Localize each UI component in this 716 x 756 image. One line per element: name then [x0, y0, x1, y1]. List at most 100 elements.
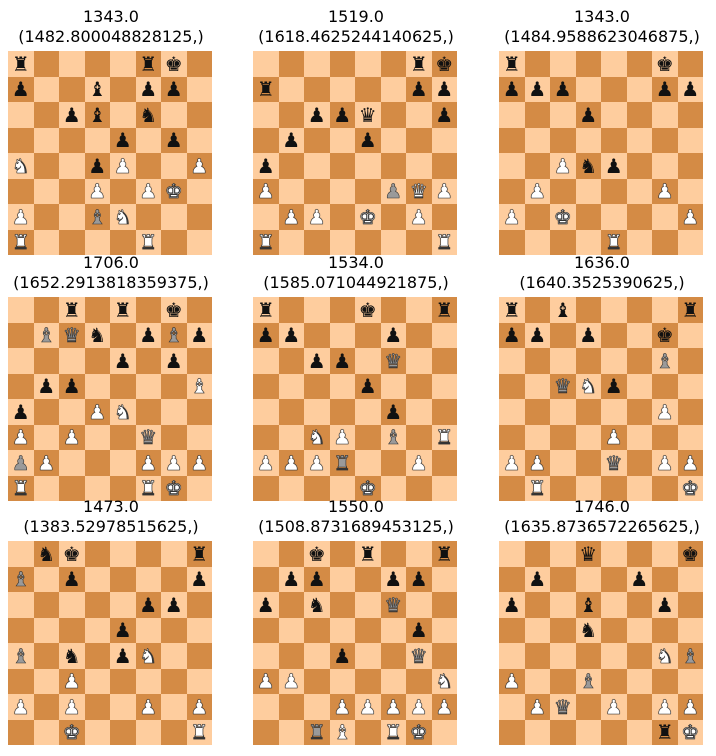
- board-square-e5: [601, 617, 627, 643]
- black-p-piece-icon: ♟: [384, 323, 403, 348]
- black-p-piece-icon: ♟: [333, 102, 352, 127]
- board-square-a5: [253, 127, 279, 153]
- board-square-f7: ♟: [380, 566, 406, 592]
- board-square-c1: [59, 229, 85, 255]
- board-square-d5: ♞: [575, 373, 601, 399]
- white-p-piece-icon: ♟: [528, 450, 547, 475]
- board-square-f4: [626, 399, 652, 425]
- board-square-f1: ♜: [135, 475, 161, 501]
- board-title: 1343.0: [83, 7, 139, 26]
- board-square-a1: ♜: [253, 229, 279, 255]
- black-p-piece-icon: ♟: [62, 102, 81, 127]
- board-square-c1: [550, 229, 576, 255]
- black-r-piece-icon: ♜: [358, 541, 377, 566]
- board-square-f4: ♟: [380, 399, 406, 425]
- board-square-g7: [161, 566, 187, 592]
- board-square-c1: ♚: [59, 719, 85, 745]
- board-square-e4: ♟: [110, 643, 136, 669]
- board-square-e6: [355, 592, 381, 618]
- board-title: 1550.0: [328, 497, 384, 516]
- black-p-piece-icon: ♟: [604, 153, 623, 178]
- board-square-g4: [652, 153, 678, 179]
- board-square-d3: ♝: [575, 668, 601, 694]
- white-p-piece-icon: ♟: [655, 694, 674, 719]
- board-square-b1: ♜: [524, 475, 550, 501]
- board-square-d4: [575, 399, 601, 425]
- black-r-piece-icon: ♜: [435, 541, 454, 566]
- board-square-g5: [652, 127, 678, 153]
- board-square-a2: [253, 694, 279, 720]
- board-square-f6: [135, 348, 161, 374]
- board-square-g1: [406, 229, 432, 255]
- board-square-g2: ♟: [652, 694, 678, 720]
- board-square-h3: [677, 424, 703, 450]
- board-square-g8: ♜: [406, 51, 432, 77]
- white-p-piece-icon: ♟: [384, 179, 403, 204]
- black-r-piece-icon: ♜: [139, 51, 158, 76]
- white-b-piece-icon: ♝: [190, 374, 209, 399]
- board-square-e3: [110, 178, 136, 204]
- black-p-piece-icon: ♟: [307, 102, 326, 127]
- white-n-piece-icon: ♞: [113, 204, 132, 229]
- board-square-h1: ♜: [431, 229, 457, 255]
- board-square-c7: [304, 322, 330, 348]
- board-square-c4: [550, 399, 576, 425]
- board-square-b4: [524, 643, 550, 669]
- board-square-c2: [550, 450, 576, 476]
- board-square-g2: [652, 204, 678, 230]
- black-p-piece-icon: ♟: [164, 77, 183, 102]
- white-k-piece-icon: ♚: [358, 476, 377, 501]
- board-square-c8: ♚: [304, 541, 330, 567]
- board-square-b6: [524, 348, 550, 374]
- black-p-piece-icon: ♟: [307, 348, 326, 373]
- board-square-a5: [8, 127, 34, 153]
- board-square-d5: [329, 617, 355, 643]
- board-title: 1706.0: [83, 253, 139, 272]
- black-q-piece-icon: ♛: [384, 592, 403, 617]
- white-p-piece-icon: ♟: [88, 399, 107, 424]
- board-subtitle: (1508.8731689453125,): [258, 517, 454, 536]
- board-square-g4: [161, 643, 187, 669]
- board-square-h5: [677, 617, 703, 643]
- board-square-h1: ♚: [677, 719, 703, 745]
- board-square-b2: [278, 694, 304, 720]
- black-p-piece-icon: ♟: [502, 592, 521, 617]
- black-p-piece-icon: ♟: [528, 77, 547, 102]
- board-square-a4: ♟: [8, 399, 34, 425]
- black-k-piece-icon: ♚: [164, 297, 183, 322]
- board-square-h2: [186, 204, 212, 230]
- board-square-f5: [380, 127, 406, 153]
- board-square-b6: [278, 592, 304, 618]
- white-p-piece-icon: ♟: [139, 179, 158, 204]
- board-square-e5: ♟: [110, 127, 136, 153]
- board-square-d3: [84, 668, 110, 694]
- board-square-e6: [601, 592, 627, 618]
- board-square-h8: ♜: [431, 541, 457, 567]
- board-square-a7: ♝: [8, 566, 34, 592]
- black-r-piece-icon: ♜: [502, 51, 521, 76]
- board-square-b5: [524, 373, 550, 399]
- board-square-h2: [431, 204, 457, 230]
- board-square-d5: ♞: [575, 617, 601, 643]
- board-square-c3: [550, 424, 576, 450]
- black-k-piece-icon: ♚: [62, 541, 81, 566]
- board-square-f8: ♜: [135, 51, 161, 77]
- board-square-a4: [499, 399, 525, 425]
- board-square-h5: [431, 373, 457, 399]
- board-square-f5: [135, 127, 161, 153]
- board-square-d1: [84, 719, 110, 745]
- board-square-d6: [575, 348, 601, 374]
- board-square-b2: ♟: [524, 694, 550, 720]
- black-r-piece-icon: ♜: [62, 297, 81, 322]
- board-square-g3: [652, 424, 678, 450]
- board-square-f8: [626, 51, 652, 77]
- board-square-g1: [652, 475, 678, 501]
- black-k-piece-icon: ♚: [655, 51, 674, 76]
- board-square-g5: [652, 617, 678, 643]
- white-r-piece-icon: ♜: [307, 720, 326, 745]
- board-square-d5: [84, 127, 110, 153]
- board-square-e4: [601, 399, 627, 425]
- board-square-g2: [161, 694, 187, 720]
- board-square-a1: [253, 719, 279, 745]
- board-square-e5: ♟: [355, 127, 381, 153]
